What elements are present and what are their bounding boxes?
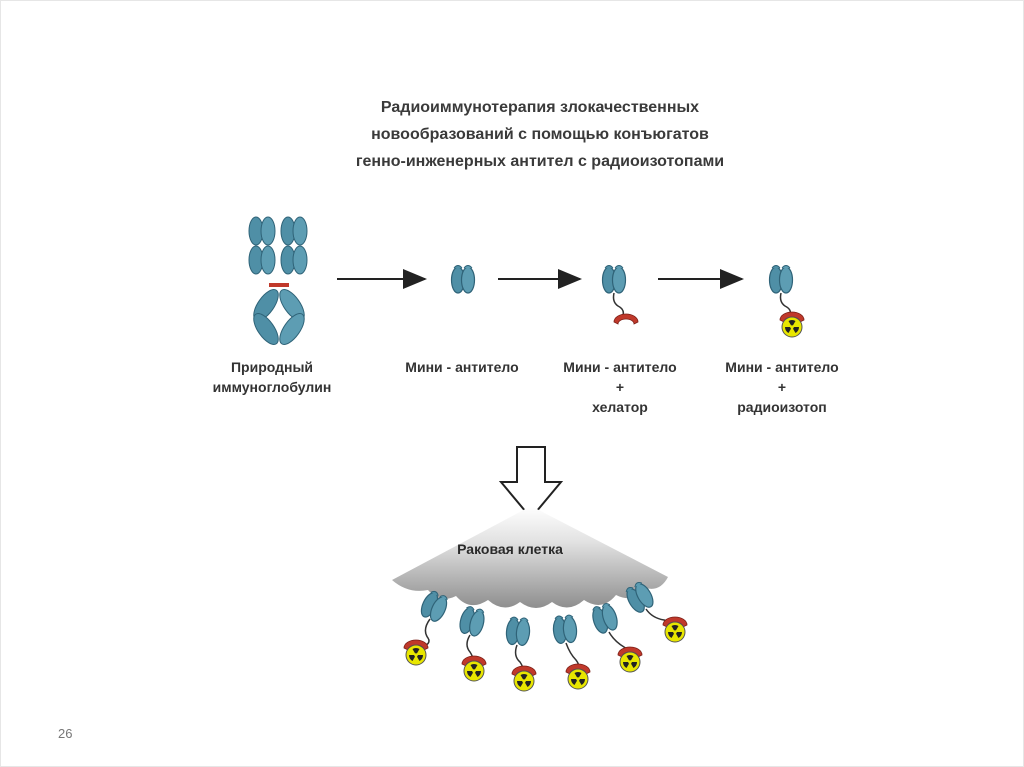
stage-label-line: хелатор: [592, 399, 648, 415]
bound-antibody: [504, 615, 537, 692]
stage-label-line: Природный: [230, 359, 314, 375]
mini-antibody-radioisotope-icon: [768, 264, 805, 338]
title-line-2: новообразований с помощью конъюгатов: [371, 126, 709, 143]
stage-label-line: иммуноглобулин: [212, 379, 332, 395]
bound-antibody: [551, 613, 591, 690]
cancer-cell-shape: [392, 506, 668, 608]
stage-label-mini-antibody: Мини - антитело: [372, 357, 552, 377]
title-line-1: Радиоиммунотерапия злокачественных: [380, 99, 700, 116]
stage-label-line: Мини - антитело: [563, 359, 677, 375]
natural-immunoglobulin-icon: [248, 216, 308, 345]
stage-label-line: +: [615, 379, 625, 395]
bound-antibody: [403, 588, 452, 666]
stage-label-line: радиоизотоп: [737, 399, 827, 415]
bound-antibody: [588, 601, 643, 673]
down-arrow-icon: [498, 446, 564, 520]
stage-label-line: Мини - антитело: [405, 359, 519, 375]
mini-antibody-icon: [450, 264, 476, 294]
cancer-cell-label: Раковая клетка: [457, 541, 563, 557]
title-line-3: генно-инженерных антител с радиоизотопам…: [355, 153, 725, 170]
diagram-title: Радиоиммунотерапия злокачественных новоо…: [320, 94, 760, 175]
stage-label-line: +: [777, 379, 787, 395]
bound-antibody: [456, 604, 488, 682]
page-number: 26: [58, 726, 73, 741]
stage-label-mini-antibody-radioisotope: Мини - антитело + радиоизотоп: [692, 357, 872, 417]
bound-antibody: [622, 579, 688, 643]
stage-label-line: Мини - антитело: [725, 359, 839, 375]
mini-antibody-chelator-icon: [601, 264, 639, 325]
stage-label-natural-immunoglobulin: Природный иммуноглобулин: [200, 357, 344, 397]
stage-label-mini-antibody-chelator: Мини - антитело + хелатор: [530, 357, 710, 417]
